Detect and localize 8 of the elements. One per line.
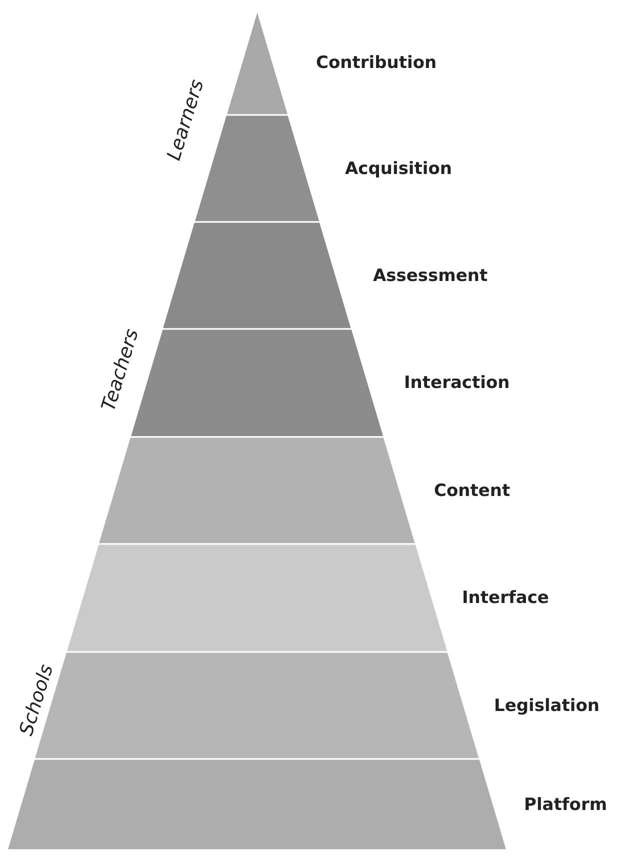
layer-label: Content (434, 480, 510, 500)
layer-label: Legislation (494, 696, 600, 716)
layer-label: Assessment (372, 266, 488, 286)
layer-label: Interaction (404, 373, 510, 393)
layer-label: Acquisition (344, 158, 452, 178)
layer-label: Contribution (316, 52, 437, 72)
layer-label: Platform (524, 794, 608, 814)
layer-label: Interface (462, 588, 549, 608)
